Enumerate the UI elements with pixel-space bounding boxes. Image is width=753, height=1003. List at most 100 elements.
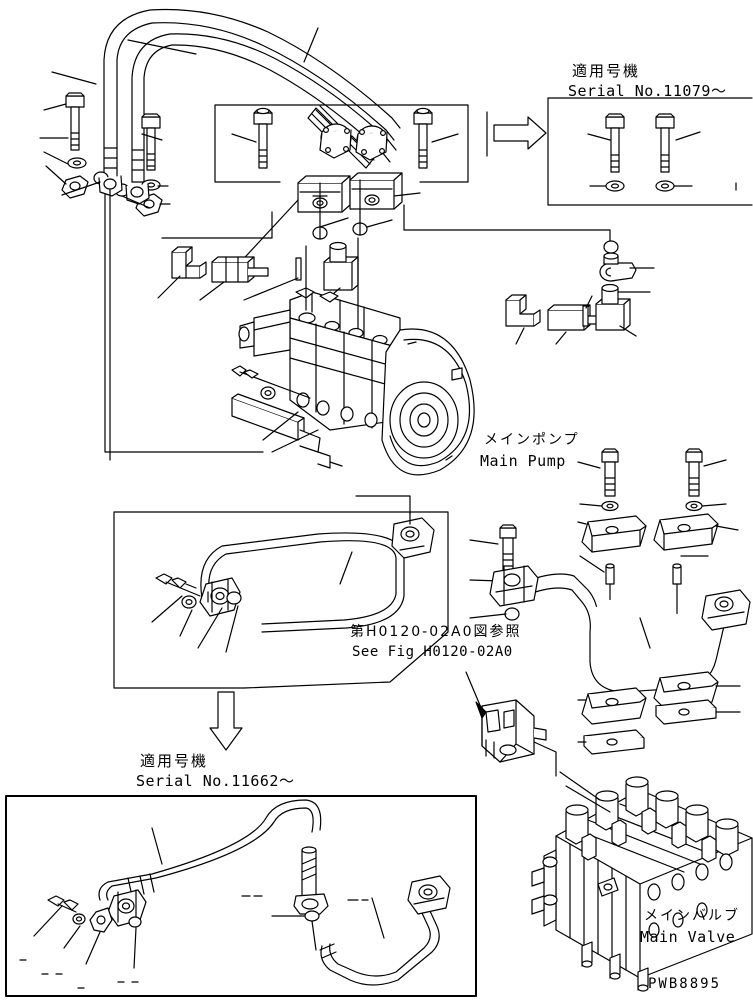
serial-top-jp: 適用号機 — [572, 62, 641, 80]
tube-flange-right-r — [701, 589, 751, 631]
hose-clamp-a — [98, 175, 123, 197]
routing-line — [403, 204, 611, 247]
clamp-block-left — [297, 175, 351, 213]
leader — [579, 503, 603, 507]
main-pump-jp: メインポンプ — [484, 432, 580, 448]
leader — [51, 71, 97, 85]
hose-clamp-b — [125, 183, 150, 205]
main-valve-jp: メインバルブ — [644, 908, 740, 924]
inset2-flange-b — [407, 875, 451, 915]
leader — [319, 217, 349, 228]
connector-right — [547, 304, 601, 331]
inset-tube-flange-right — [391, 517, 435, 559]
leader — [179, 609, 193, 637]
see-fig-en: See Fig H0120-02A0 — [352, 644, 513, 660]
leader — [262, 411, 299, 441]
leader — [157, 275, 181, 299]
clamp-plate-r2 — [655, 699, 717, 725]
leader — [393, 192, 421, 197]
bolt-upper-right — [413, 107, 433, 169]
tube-detail-inset-frame — [113, 511, 449, 689]
leader — [85, 931, 101, 965]
leader — [151, 827, 163, 865]
inset-tube — [200, 532, 405, 633]
main-pump-assembly — [238, 287, 475, 476]
leader — [43, 151, 69, 165]
inset-bolt-2 — [655, 113, 675, 173]
bolt-topleft-1 — [65, 92, 85, 151]
serial-11662-inset-frame — [5, 795, 477, 997]
leader — [715, 525, 739, 531]
arrow-right — [493, 116, 547, 150]
clamp-base-r2 — [653, 671, 719, 709]
inset-washer-left — [181, 595, 197, 609]
elbow-fitting-left — [171, 246, 207, 279]
oring-r-tube — [504, 607, 520, 621]
leader — [371, 897, 385, 939]
upper-clamp-box — [214, 104, 469, 183]
inset2-tube-b — [319, 897, 440, 986]
leader — [141, 133, 163, 141]
washer-r2 — [685, 500, 703, 512]
main-valve-en: Main Valve — [640, 928, 736, 946]
clamp-r2 — [653, 513, 719, 551]
routing-line — [161, 211, 273, 239]
clamp-block-right — [349, 172, 403, 210]
leader — [675, 131, 701, 141]
bolt-r1 — [601, 448, 619, 497]
leader — [45, 165, 67, 185]
figure-code: PWB8895 — [648, 976, 722, 992]
serial-bottom-jp: 適用号機 — [140, 752, 209, 770]
main-valve-assembly — [531, 776, 753, 992]
inset2-vertical-rod — [293, 846, 329, 915]
leader — [469, 613, 507, 619]
hose-end-fitting-right — [355, 125, 388, 161]
see-fig-jp: 第H0120-02A0図参照 — [350, 624, 522, 640]
leader — [465, 671, 483, 711]
leader — [43, 103, 67, 111]
banjo-fitting-right — [599, 252, 637, 282]
pin-left — [295, 257, 302, 281]
arrow-down — [209, 691, 243, 751]
connector-left — [211, 256, 269, 283]
serial-top-en: Serial No.11079〜 — [568, 82, 727, 100]
leader — [585, 295, 593, 309]
serial-bottom-en: Serial No.11662〜 — [136, 772, 295, 790]
leader — [199, 281, 225, 301]
serial-11079-inset-frame — [547, 97, 753, 206]
routing-line — [533, 741, 557, 777]
leader — [63, 925, 81, 949]
leader — [339, 551, 353, 585]
tee-fitting-left — [323, 241, 359, 291]
leader — [33, 905, 63, 937]
leader — [225, 605, 239, 653]
inset-bolt-1 — [605, 113, 625, 173]
hose-end-fitting-left — [319, 123, 352, 159]
elbow-fitting-right — [505, 294, 541, 327]
oring-right-fitting — [603, 240, 619, 254]
leader — [303, 27, 319, 63]
tee-fitting-right — [595, 283, 631, 331]
spacer-r2 — [672, 563, 682, 585]
leader — [577, 461, 601, 469]
leader — [133, 927, 137, 969]
inset-washer-1 — [605, 180, 625, 192]
inset2-washer-a — [72, 913, 86, 925]
inset2-oring-a — [128, 916, 142, 928]
leader — [231, 133, 257, 143]
leader — [61, 181, 101, 196]
clamp-base-r1 — [581, 687, 647, 725]
leader — [587, 133, 611, 141]
main-pump-en: Main Pump — [480, 452, 566, 470]
leader — [151, 595, 183, 623]
leader — [559, 771, 601, 801]
leader — [619, 325, 637, 337]
leader — [366, 219, 393, 228]
bolt-r2 — [685, 448, 703, 497]
inset2-oring-b — [304, 910, 320, 922]
leader — [639, 617, 651, 649]
routing-line — [355, 495, 411, 515]
leader — [121, 195, 151, 209]
